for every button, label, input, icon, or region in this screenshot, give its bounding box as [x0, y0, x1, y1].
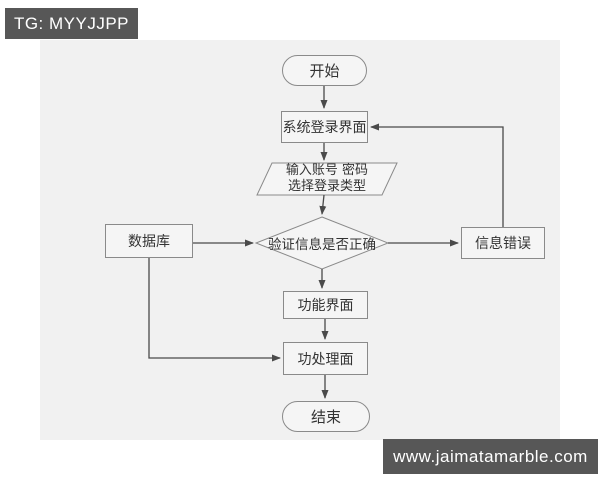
node-input-parallelogram — [256, 162, 398, 196]
watermark-url-text: www.jaimatamarble.com — [393, 446, 588, 466]
node-process-screen: 功处理面 — [283, 342, 368, 375]
node-info-error: 信息错误 — [461, 227, 545, 259]
node-info-error-label: 信息错误 — [475, 236, 531, 252]
connector-input-to-verify — [319, 194, 327, 215]
node-login-screen: 系统登录界面 — [281, 111, 368, 143]
node-end-label: 结束 — [310, 408, 341, 426]
node-verify-diamond — [254, 216, 390, 270]
node-database-label: 数据库 — [128, 234, 170, 250]
node-start: 开始 — [282, 55, 367, 86]
node-process-label: 功处理面 — [297, 351, 354, 368]
node-login-label: 系统登录界面 — [282, 120, 367, 136]
node-start-label: 开始 — [309, 62, 340, 80]
connector-database-to-process — [148, 258, 281, 362]
node-function-screen: 功能界面 — [283, 291, 368, 319]
connector-error-to-login — [370, 123, 504, 227]
watermark-tag-bar: TG: MYYJJPP — [5, 8, 138, 39]
node-function-label: 功能界面 — [297, 298, 354, 314]
watermark-url-bar: www.jaimatamarble.com — [383, 439, 598, 474]
node-database: 数据库 — [105, 224, 193, 258]
node-end: 结束 — [282, 401, 370, 432]
watermark-tag-text: TG: MYYJJPP — [13, 13, 130, 33]
